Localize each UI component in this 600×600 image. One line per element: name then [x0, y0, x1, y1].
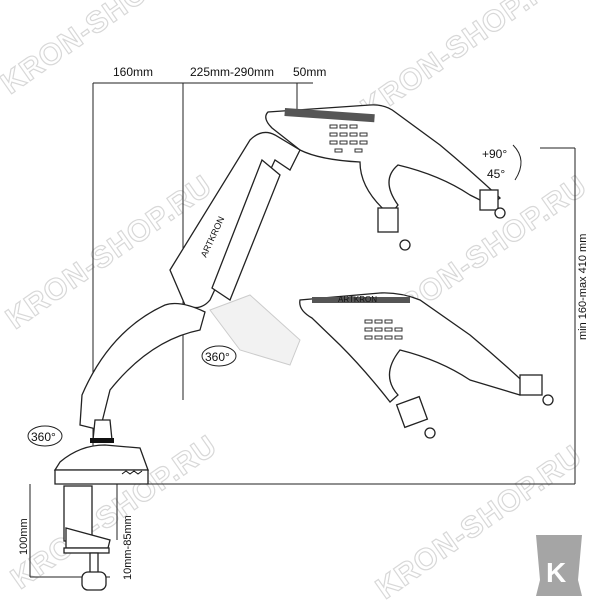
- clamp-height-label: 100mm: [18, 518, 30, 555]
- kron-logo: K: [536, 535, 582, 596]
- logo-letter: K: [546, 557, 566, 588]
- height-range-label: min 160-max 410 mm: [577, 234, 589, 340]
- laptop-tray-lower: ARTKRON: [299, 292, 554, 439]
- watermark: KRON-SHOP.RU: [0, 0, 213, 101]
- base-offset-label: 160mm: [113, 65, 153, 79]
- desk-clamp: [63, 485, 111, 591]
- base-swivel-icon: [27, 425, 63, 447]
- tilt-down-label: 45°: [487, 167, 505, 181]
- arm-swivel-label: 360°: [205, 350, 230, 364]
- desk-thickness-label: 10mm-85mm: [122, 515, 134, 580]
- base-swivel-label: 360°: [31, 430, 56, 444]
- tilt-up-label: +90°: [482, 147, 507, 161]
- tilt-arrow-icon: [512, 144, 522, 181]
- tray-offset-label: 50mm: [293, 65, 326, 79]
- arm-reach-label: 225mm-290mm: [190, 65, 274, 79]
- arm-lowered-ghost: [209, 294, 301, 366]
- laptop-tray-upper: [265, 104, 506, 251]
- arm-swivel-icon: [201, 345, 237, 367]
- monitor-arm: ARTKRON: [53, 131, 301, 485]
- tray-brand-label: ARTKRON: [338, 295, 377, 304]
- watermark: KRON-SHOP.RU: [355, 0, 573, 126]
